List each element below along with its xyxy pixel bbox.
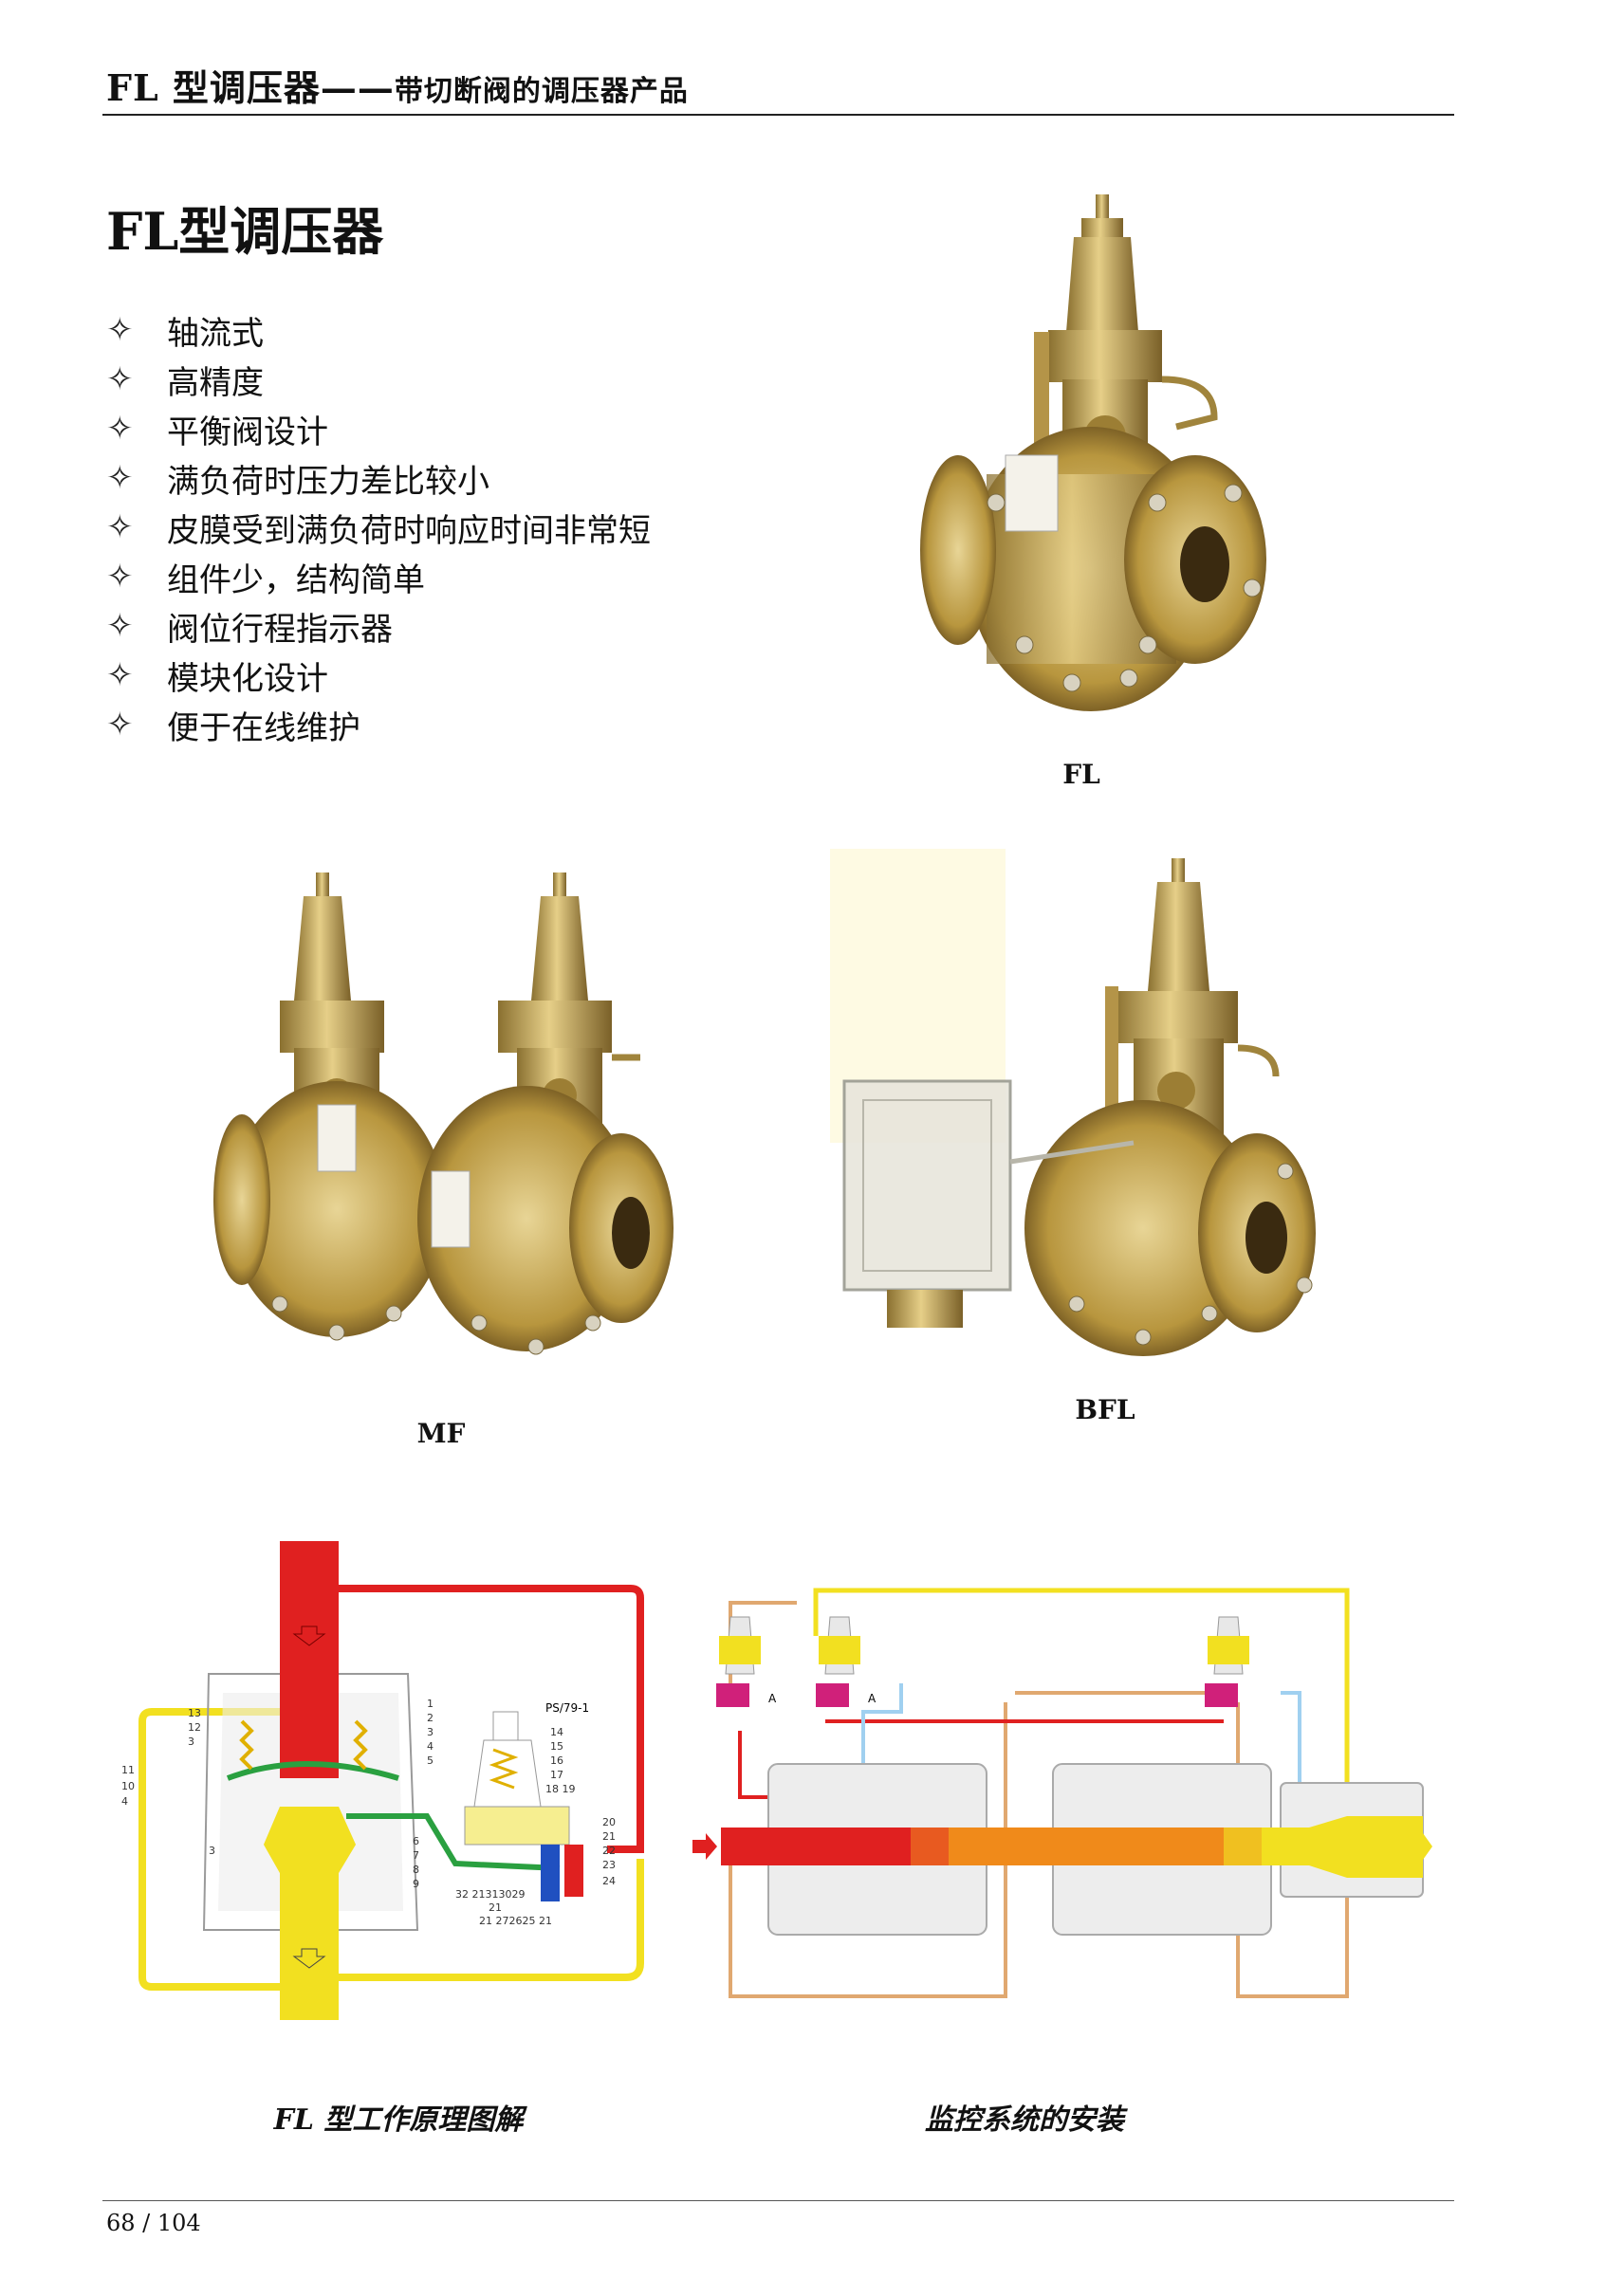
monitor-callout-a1: A [768,1692,777,1705]
svg-text:7: 7 [413,1849,419,1862]
svg-text:9: 9 [413,1878,419,1890]
fl-regulator-photo [911,190,1271,749]
feature-item: ✧组件少，结构简单 [106,558,425,599]
svg-text:16: 16 [550,1754,563,1767]
bfl-caption: BFL [1075,1394,1135,1425]
svg-text:15: 15 [550,1740,563,1753]
pilot-model-label: PS/79-1 [545,1701,589,1715]
mf-regulator-photo [213,868,678,1399]
svg-text:14: 14 [550,1726,563,1738]
svg-text:20: 20 [602,1816,616,1828]
page-title: FL型调压器 [106,201,384,262]
svg-text:12: 12 [188,1721,201,1734]
svg-text:5: 5 [427,1754,434,1767]
star-icon: ✧ [106,360,134,398]
svg-text:11: 11 [121,1764,135,1776]
star-icon: ✧ [106,607,134,645]
svg-text:21 272625 21: 21 272625 21 [479,1915,552,1927]
svg-text:4: 4 [427,1740,434,1753]
star-icon: ✧ [106,410,134,448]
footer-rule [102,2200,1454,2201]
svg-text:10: 10 [121,1780,135,1792]
svg-text:21: 21 [489,1901,502,1914]
mf-caption: MF [416,1418,466,1449]
svg-text:13: 13 [188,1707,201,1719]
header-title-main: FL 型调压器—— [106,66,395,109]
fl-principle-diagram: PS/79-1 13 12 3 11 10 4 3 1 2 3 4 5 6 7 … [121,1541,644,2020]
star-icon: ✧ [106,508,134,546]
feature-item: ✧模块化设计 [106,656,328,698]
svg-text:4: 4 [121,1795,128,1808]
bfl-regulator-photo [830,849,1323,1380]
star-icon: ✧ [106,459,134,497]
star-icon: ✧ [106,656,134,694]
feature-item: ✧平衡阀设计 [106,410,328,451]
svg-text:1: 1 [427,1698,434,1710]
header-title: FL 型调压器——带切断阀的调压器产品 [106,59,689,111]
svg-text:2: 2 [427,1712,434,1724]
fl-caption: FL [1062,759,1100,790]
svg-text:3: 3 [427,1726,434,1738]
svg-text:17: 17 [550,1769,563,1781]
svg-text:23: 23 [602,1859,616,1871]
svg-text:24: 24 [602,1875,616,1887]
principle-diagram-caption: FL 型工作原理图解 [273,2103,524,2137]
svg-text:3: 3 [209,1845,215,1857]
feature-item: ✧高精度 [106,360,264,402]
monitor-system-diagram: A A [692,1588,1432,1998]
feature-item: ✧满负荷时压力差比较小 [106,459,489,501]
svg-text:8: 8 [413,1864,419,1876]
feature-item: ✧轴流式 [106,311,264,353]
svg-text:3: 3 [188,1736,194,1748]
svg-text:22: 22 [602,1845,616,1857]
page-number: 68 / 104 [106,2210,201,2236]
header-title-sub: 带切断阀的调压器产品 [394,75,689,108]
star-icon: ✧ [106,558,134,596]
feature-list: ✧轴流式 ✧高精度 ✧平衡阀设计 ✧满负荷时压力差比较小 ✧皮膜受到满负荷时响应… [106,305,651,749]
feature-item: ✧皮膜受到满负荷时响应时间非常短 [106,508,651,550]
svg-text:32 21313029: 32 21313029 [455,1888,525,1901]
star-icon: ✧ [106,706,134,744]
svg-text:21: 21 [602,1830,616,1843]
star-icon: ✧ [106,311,134,349]
monitor-callout-a2: A [868,1692,877,1705]
header-rule [102,114,1454,116]
monitor-diagram-caption: 监控系统的安装 [925,2103,1124,2137]
feature-item: ✧便于在线维护 [106,706,360,747]
feature-item: ✧阀位行程指示器 [106,607,393,649]
svg-text:6: 6 [413,1835,419,1847]
svg-text:18 19: 18 19 [545,1783,576,1795]
